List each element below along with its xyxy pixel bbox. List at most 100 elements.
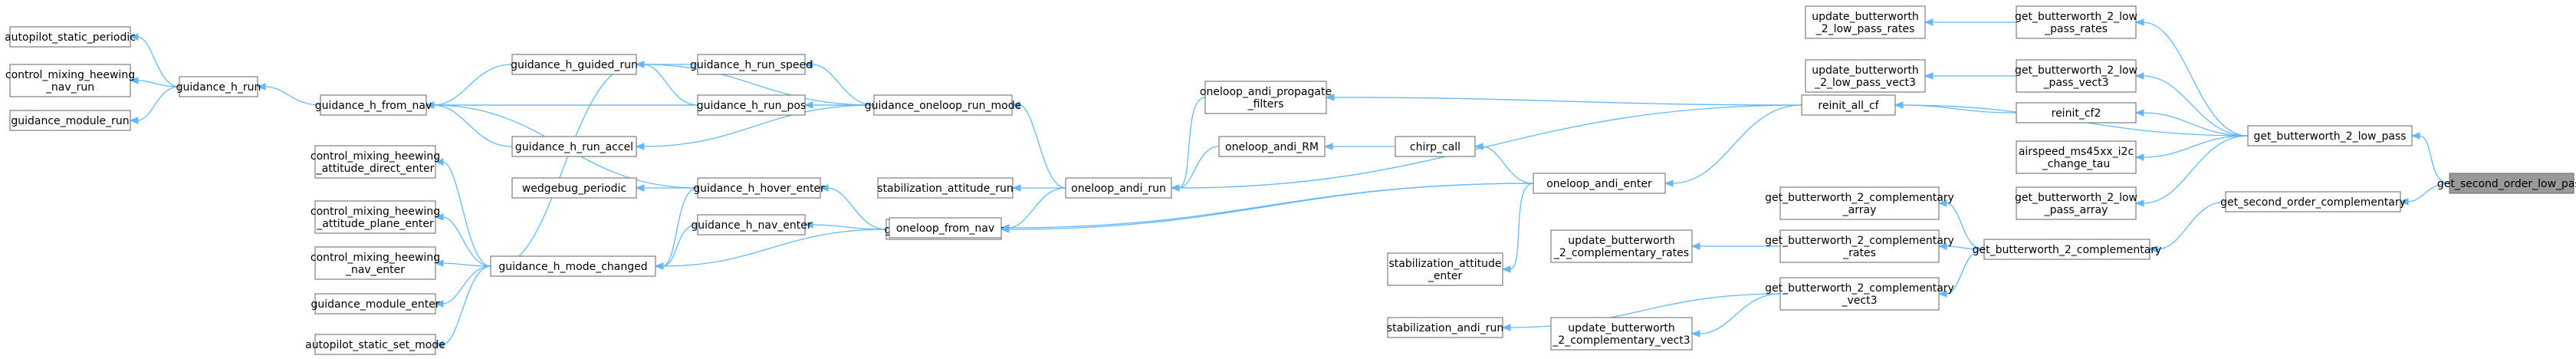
node-box — [697, 54, 806, 75]
node-label: _enter — [1428, 270, 1463, 282]
node-update-butterworth-2-low-pass-vect3[interactable]: update_butterworth_2_low_pass_vect3 — [1805, 59, 1926, 93]
edge-arrowhead — [129, 77, 139, 84]
node-label: _2_complementary_rates — [1553, 247, 1689, 259]
node-guidance-h-run-pos[interactable]: guidance_h_run_pos — [697, 94, 806, 116]
node-box — [1218, 136, 1326, 157]
edge-arrowhead — [1924, 18, 1934, 26]
call-edge — [264, 86, 321, 106]
node-label: airspeed_ms45xx_i2c — [2019, 146, 2134, 158]
node-oneloop-andi-rm[interactable]: oneloop_andi_RM — [1218, 136, 1326, 157]
node-get-butterworth-2-low-pass[interactable]: get_butterworth_2_low_pass — [2247, 125, 2413, 147]
node-guidance-h-mode-changed[interactable]: guidance_h_mode_changed — [490, 255, 656, 277]
node-stabilization-attitude-run[interactable]: stabilization_attitude_run — [877, 177, 1014, 199]
node-guidance-h-hover-enter[interactable]: guidance_h_hover_enter — [693, 177, 825, 199]
node-control-mixing-heewing-nav-enter[interactable]: control_mixing_heewing_nav_enter — [310, 246, 440, 280]
node-box — [2449, 173, 2574, 194]
node-box — [314, 334, 436, 355]
edge-arrowhead — [434, 341, 444, 348]
node-label: stabilization_attitude_run — [877, 183, 1013, 195]
node-get-second-order-low-pass[interactable]: get_second_order_low_pass — [2437, 173, 2576, 194]
node-guidance-module-run[interactable]: guidance_module_run — [9, 110, 131, 131]
call-edge — [442, 216, 491, 267]
node-oneloop-andi-enter[interactable]: oneloop_andi_enter — [1533, 173, 1666, 194]
node-reinit-all-cf[interactable]: reinit_all_cf — [1801, 94, 1896, 116]
edge-arrowhead — [2134, 72, 2144, 80]
node-guidance-h-run-speed[interactable]: guidance_h_run_speed — [690, 54, 813, 75]
node-box — [1779, 229, 1940, 263]
node-box — [1204, 81, 1327, 114]
call-edge — [2142, 21, 2249, 137]
node-guidance-h-guided-run[interactable]: guidance_h_guided_run — [511, 54, 638, 75]
node-label: get_butterworth_2_low — [2015, 192, 2137, 204]
node-chirp-call[interactable]: chirp_call — [1395, 136, 1476, 157]
node-get-butterworth-2-complementary[interactable]: get_butterworth_2_complementary — [1973, 239, 2162, 260]
node-guidance-module-enter[interactable]: guidance_module_enter — [310, 293, 440, 315]
node-box — [314, 246, 436, 280]
edge-arrowhead — [1664, 180, 1674, 187]
call-edge — [642, 64, 698, 106]
edge-arrowhead — [635, 143, 645, 150]
node-airspeed-ms45xx-i2c-change-tau[interactable]: airspeed_ms45xx_i2c_change_tau — [2016, 140, 2137, 174]
edge-arrowhead — [2148, 245, 2158, 253]
node-guidance-oneloop-run-mode[interactable]: guidance_oneloop_run_mode — [865, 94, 1021, 116]
edge-arrowhead — [819, 184, 829, 192]
node-label: get_second_order_complementary — [2220, 196, 2406, 209]
node-get-butterworth-2-complementary-rates[interactable]: get_butterworth_2_complementary_rates — [1765, 229, 1954, 263]
node-get-second-order-complementary[interactable]: get_second_order_complementary — [2220, 191, 2406, 212]
node-get-butterworth-2-complementary-array[interactable]: get_butterworth_2_complementary_array — [1765, 186, 1954, 220]
node-box — [697, 94, 806, 116]
node-label: control_mixing_heewing — [5, 69, 135, 81]
node-reinit-cf2[interactable]: reinit_cf2 — [2016, 102, 2137, 124]
node-update-butterworth-2-complementary-rates[interactable]: update_butterworth_2_complementary_rates — [1550, 229, 1693, 263]
node-update-butterworth-2-low-pass-rates[interactable]: update_butterworth_2_low_pass_rates — [1805, 5, 1926, 39]
node-wedgebug-periodic[interactable]: wedgebug_periodic — [511, 177, 637, 199]
call-edge — [1178, 104, 1802, 189]
node-guidance-h-from-nav[interactable]: guidance_h_from_nav — [315, 94, 432, 116]
node-stabilization-attitude-enter[interactable]: stabilization_attitude_enter — [1387, 252, 1503, 286]
node-autopilot-static-periodic[interactable]: autopilot_static_periodic — [5, 26, 136, 48]
node-label: _2_low_pass_rates — [1815, 23, 1915, 35]
edge-arrowhead — [1323, 143, 1333, 150]
node-update-butterworth-2-complementary-vect3[interactable]: update_butterworth_2_complementary_vect3 — [1550, 317, 1693, 351]
node-guidance-h-run[interactable]: guidance_h_run — [176, 76, 261, 97]
node-get-butterworth-2-low-pass-array[interactable]: get_butterworth_2_low_pass_array — [2015, 186, 2137, 220]
edge-arrowhead — [1170, 184, 1180, 192]
node-label: update_butterworth — [1812, 64, 1919, 77]
node-oneloop-from-nav[interactable]: oneloop_from_nav — [889, 217, 1002, 239]
node-label: update_butterworth — [1812, 11, 1919, 23]
node-oneloop-andi-propagate-filters[interactable]: oneloop_andi_propagate_filters — [1200, 81, 1332, 114]
node-get-butterworth-2-complementary-vect3[interactable]: get_butterworth_2_complementary_vect3 — [1765, 277, 1954, 311]
call-edge — [442, 262, 491, 267]
call-edge — [1945, 203, 1985, 250]
edge-arrowhead — [256, 83, 266, 91]
node-get-butterworth-2-low-pass-vect3[interactable]: get_butterworth_2_low_pass_vect3 — [2015, 59, 2137, 93]
call-edge — [497, 64, 637, 267]
call-edge — [662, 187, 698, 267]
node-label: guidance_h_guided_run — [511, 59, 638, 71]
node-label: guidance_h_run_pos — [697, 100, 806, 112]
node-guidance-h-nav-enter[interactable]: guidance_h_nav_enter — [691, 214, 812, 235]
node-control-mixing-heewing-attitude-plane-enter[interactable]: control_mixing_heewing_attitude_plane_en… — [310, 200, 440, 234]
node-box — [179, 76, 258, 97]
node-box — [490, 255, 656, 277]
node-guidance-h-run-accel[interactable]: guidance_h_run_accel — [511, 136, 637, 157]
node-label: autopilot_static_set_mode — [305, 339, 445, 351]
call-edge — [1698, 293, 1781, 334]
call-edge — [2418, 135, 2450, 184]
edge-arrowhead — [2134, 199, 2144, 207]
call-edge — [1509, 183, 1534, 270]
node-autopilot-static-set-mode[interactable]: autopilot_static_set_mode — [305, 334, 445, 355]
node-control-mixing-heewing-nav-run[interactable]: control_mixing_heewing_nav_run — [5, 64, 135, 97]
node-stabilization-andi-run[interactable]: stabilization_andi_run — [1387, 317, 1503, 338]
node-control-mixing-heewing-attitude-direct-enter[interactable]: control_mixing_heewing_attitude_direct_e… — [310, 145, 440, 179]
edge-arrowhead — [1011, 184, 1021, 192]
edge-arrowhead — [635, 61, 645, 68]
node-oneloop-andi-run[interactable]: oneloop_andi_run — [1065, 177, 1172, 199]
node-get-butterworth-2-low-pass-rates[interactable]: get_butterworth_2_low_pass_rates — [2015, 5, 2137, 39]
call-edge — [442, 265, 491, 305]
call-edge — [1018, 104, 1066, 189]
node-box — [1550, 317, 1693, 351]
call-edge — [2407, 183, 2450, 203]
node-label: oneloop_andi_propagate — [1200, 86, 1332, 98]
node-label: guidance_module_enter — [310, 298, 439, 311]
